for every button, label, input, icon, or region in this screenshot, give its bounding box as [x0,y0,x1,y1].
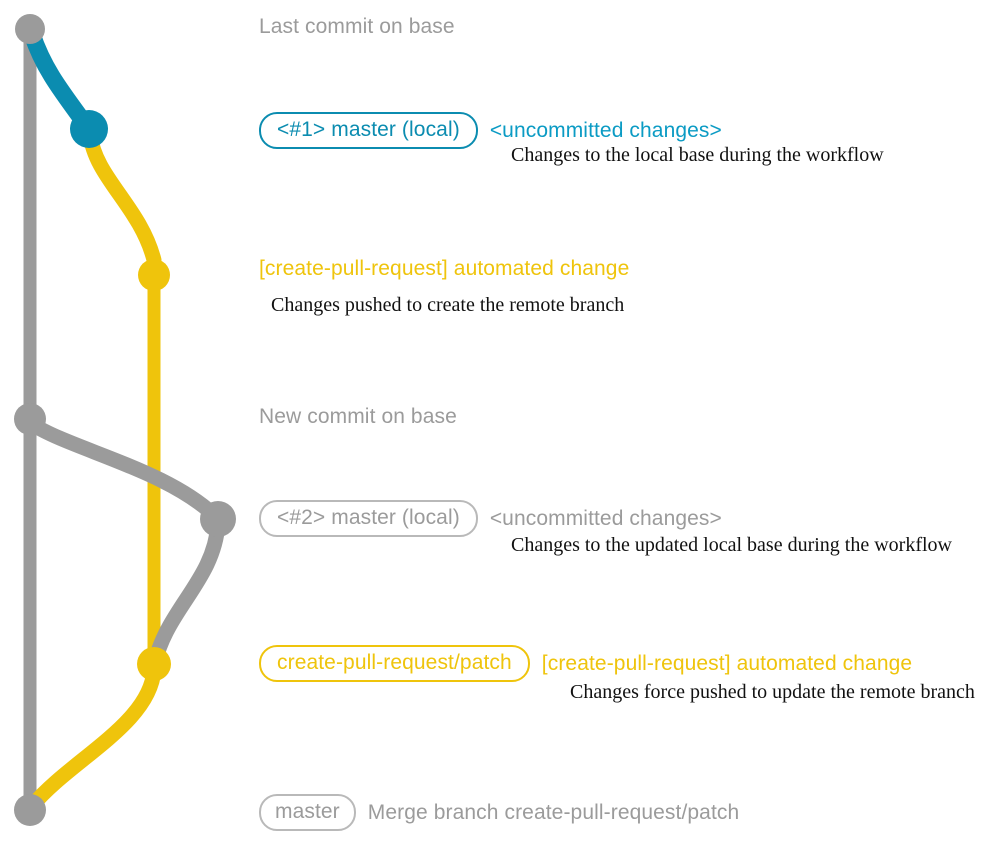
commit-node-last-commit-on-base[interactable] [15,14,45,44]
commit-description: Changes to the updated local base during… [511,534,952,556]
branch-badge-master-local-2[interactable]: <#2> master (local) [259,500,478,537]
graph-row-new-commit-on-base: New commit on base [259,406,457,427]
branch-badge-master[interactable]: master [259,794,356,831]
commit-headline: [create-pull-request] automated change [541,652,913,675]
branch-badge-master-local-1[interactable]: <#1> master (local) [259,112,478,149]
graph-row-local-2: <#2> master (local) <uncommitted changes… [259,500,722,537]
commit-node-automated-change-1[interactable] [138,259,170,291]
commit-node-automated-change-2[interactable] [137,647,171,681]
graph-row-last-commit-on-base: Last commit on base [259,16,455,37]
spacer [478,130,490,131]
commit-node-new-commit-on-base[interactable] [14,403,46,435]
gray-branch-to-local2 [24,416,226,527]
commit-node-local-1[interactable] [70,110,108,148]
commit-node-local-2[interactable] [200,501,236,537]
commit-description: Changes to the local base during the wor… [511,144,884,166]
commit-description: Changes force pushed to update the remot… [570,681,975,703]
commit-headline: New commit on base [259,405,457,428]
graph-row-local-1: <#1> master (local) <uncommitted changes… [259,112,722,149]
commit-node-merge-commit[interactable] [14,794,46,826]
gray-branch-local2-to-patch [147,516,226,670]
graph-row-merge-commit: master Merge branch create-pull-request/… [259,794,739,831]
commit-headline: Merge branch create-pull-request/patch [367,801,740,824]
commit-headline: <uncommitted changes> [489,119,722,142]
yellow-merge-line [24,662,162,814]
commit-headline: <uncommitted changes> [489,507,722,530]
commit-headline: [create-pull-request] automated change [259,257,630,280]
branch-badge-create-pull-request-patch[interactable]: create-pull-request/patch [259,645,530,682]
spacer [530,663,542,664]
spacer [356,812,368,813]
graph-row-automated-change-2: create-pull-request/patch [create-pull-r… [259,645,912,682]
spacer [478,518,490,519]
graph-row-automated-change-1: [create-pull-request] automated change [259,258,629,279]
commit-description: Changes pushed to create the remote bran… [271,294,625,316]
commit-headline: Last commit on base [259,15,455,38]
yellow-branch-upper [82,126,162,268]
